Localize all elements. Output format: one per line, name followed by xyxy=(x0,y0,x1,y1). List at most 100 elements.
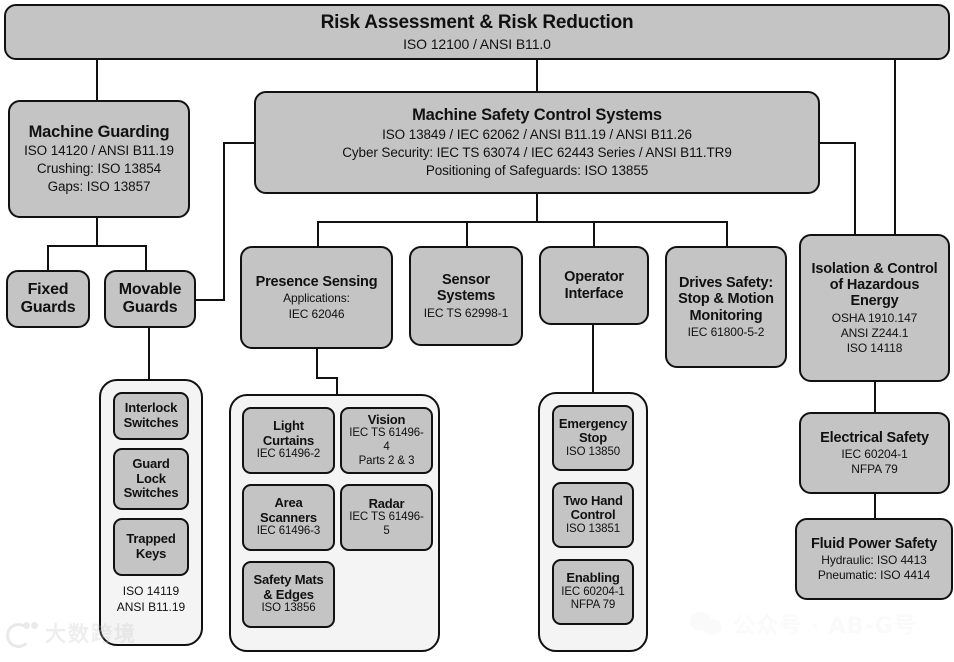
node-title-line-1: Two Hand xyxy=(563,492,623,508)
node-title: Machine Safety Control Systems xyxy=(412,106,662,125)
node-subtitle-1: IEC 61800-5-2 xyxy=(687,324,765,339)
node-safety-mats-edges[interactable]: Safety Mats & Edges ISO 13856 xyxy=(242,561,335,628)
node-title-line-2: Guards xyxy=(122,299,178,316)
node-subtitle-1: ISO 13851 xyxy=(565,522,621,535)
group-presence-sensing-children: Light Curtains IEC 61496-2 Vision IEC TS… xyxy=(229,394,440,652)
connector-root-to-machine-guarding xyxy=(96,58,98,100)
watermark-wechat: 公众号 · AB-G号 xyxy=(690,608,917,640)
connector-presence-to-group xyxy=(336,377,338,395)
node-enabling[interactable]: Enabling IEC 60204-1 NFPA 79 xyxy=(552,559,634,625)
node-electrical-safety[interactable]: Electrical Safety IEC 60204-1 NFPA 79 xyxy=(799,412,950,494)
node-subtitle-1: IEC TS 61496-5 xyxy=(349,511,424,537)
node-isolation-control-hazardous-energy[interactable]: Isolation & Control of Hazardous Energy … xyxy=(799,234,950,382)
node-title: Presence Sensing xyxy=(255,274,378,291)
node-area-scanners[interactable]: Area Scanners IEC 61496-3 xyxy=(242,484,335,551)
node-fluid-power-safety[interactable]: Fluid Power Safety Hydraulic: ISO 4413 P… xyxy=(795,518,953,600)
node-subtitle-1: ISO 13849 / IEC 62062 / ANSI B11.19 / AN… xyxy=(382,126,692,142)
node-subtitle-2: ANSI Z244.1 xyxy=(840,325,909,340)
node-title-line-2: Switches xyxy=(123,415,179,430)
node-subtitle-2: Crushing: ISO 13854 xyxy=(36,161,162,177)
node-title-line-1: Movable xyxy=(118,281,182,299)
node-title-line-2: Control xyxy=(570,507,616,523)
connector-presence-stem xyxy=(316,349,318,378)
connector-mscs-left-elbow-vert xyxy=(223,142,225,300)
node-light-curtains[interactable]: Light Curtains IEC 61496-2 xyxy=(242,407,335,474)
node-title-line-2: Stop xyxy=(578,430,608,446)
node-subtitle-1: Applications: xyxy=(283,291,350,306)
connector-bus-to-drives-safety xyxy=(726,221,728,247)
node-drives-safety[interactable]: Drives Safety: Stop & Motion Monitoring … xyxy=(665,246,787,368)
node-title-line-2: Switches xyxy=(123,485,179,501)
group-footer-movable-guards: ISO 14119 ANSI B11.19 xyxy=(101,584,201,615)
node-machine-guarding[interactable]: Machine Guarding ISO 14120 / ANSI B11.19… xyxy=(8,100,190,218)
node-title: Machine Guarding xyxy=(28,122,170,141)
connector-bus-to-operator-interface xyxy=(593,221,595,247)
watermark-right-text: 公众号 · AB-G号 xyxy=(733,614,917,639)
connector-mg-bus xyxy=(47,245,147,247)
node-operator-interface[interactable]: Operator Interface xyxy=(539,246,649,325)
connector-electrical-to-fluid xyxy=(874,493,876,519)
node-subtitle-2: Pneumatic: ISO 4414 xyxy=(817,568,931,583)
connector-root-to-isolation xyxy=(894,58,896,235)
node-subtitle-3: Positioning of Safeguards: ISO 13855 xyxy=(425,162,649,178)
node-subtitle: ISO 12100 / ANSI B11.0 xyxy=(403,35,551,52)
node-risk-assessment[interactable]: Risk Assessment & Risk Reduction ISO 121… xyxy=(4,4,950,60)
node-subtitle-1: IEC TS 61496-4 xyxy=(349,427,424,453)
node-subtitle-1: IEC 60204-1 xyxy=(561,585,625,598)
node-title-line-1: Drives Safety: xyxy=(679,275,773,292)
node-subtitle-1: OSHA 1910.147 xyxy=(831,310,918,325)
connector-bus-to-presence-sensing xyxy=(317,221,319,247)
group-footer-line-1: ISO 14119 xyxy=(122,584,180,598)
node-title-line-2: Guards xyxy=(20,299,76,316)
node-title-line-1: Radar xyxy=(368,495,405,511)
node-sensor-systems[interactable]: Sensor Systems IEC TS 62998-1 xyxy=(409,246,523,346)
node-subtitle-2: Parts 2 & 3 xyxy=(358,454,415,467)
node-title-line-2: of Hazardous xyxy=(829,277,920,294)
connector-mscs-right-elbow-vert xyxy=(854,142,856,236)
node-title-line-1: Operator xyxy=(564,269,624,286)
wechat-icon xyxy=(690,612,724,636)
connector-mscs-bus xyxy=(317,221,727,223)
group-footer-line-2: ANSI B11.19 xyxy=(116,599,186,614)
connector-bus-to-sensor-systems xyxy=(466,221,468,247)
node-presence-sensing[interactable]: Presence Sensing Applications: IEC 62046 xyxy=(240,246,393,349)
node-title-line-2: Curtains xyxy=(262,432,315,448)
node-subtitle-1: ISO 13856 xyxy=(261,602,316,615)
node-machine-safety-control-systems[interactable]: Machine Safety Control Systems ISO 13849… xyxy=(254,91,820,194)
node-title: Electrical Safety xyxy=(820,429,929,446)
node-radar[interactable]: Radar IEC TS 61496-5 xyxy=(340,484,433,551)
connector-mscs-right-elbow-top xyxy=(818,142,856,144)
node-interlock-switches[interactable]: Interlock Switches xyxy=(113,392,189,440)
node-subtitle-1: IEC 60204-1 xyxy=(841,446,908,461)
node-title-line-1: Vision xyxy=(367,411,406,427)
node-title-line-1: Fixed xyxy=(27,281,69,299)
node-subtitle-3: Gaps: ISO 13857 xyxy=(47,179,151,195)
node-movable-guards[interactable]: Movable Guards xyxy=(104,270,196,328)
node-fixed-guards[interactable]: Fixed Guards xyxy=(6,270,90,328)
connector-movable-to-group xyxy=(148,328,150,380)
watermark-logo-icon xyxy=(6,621,38,648)
node-title-line-1: Area xyxy=(274,495,303,511)
node-subtitle-1: IEC 61496-3 xyxy=(256,525,321,538)
node-title-line-3: Monitoring xyxy=(689,307,763,324)
node-title-line-1: Isolation & Control xyxy=(811,260,938,277)
node-subtitle-2: IEC 62046 xyxy=(288,306,345,321)
node-title-line-1: Guard Lock xyxy=(132,456,170,486)
node-title-line-2: Keys xyxy=(135,546,167,561)
connector-mscs-left-elbow-top xyxy=(223,142,258,144)
node-two-hand-control[interactable]: Two Hand Control ISO 13851 xyxy=(552,482,634,548)
node-subtitle-2: Cyber Security: IEC TS 63074 / IEC 62443… xyxy=(342,144,732,160)
node-subtitle-1: ISO 13850 xyxy=(565,445,621,458)
node-vision[interactable]: Vision IEC TS 61496-4 Parts 2 & 3 xyxy=(340,407,433,474)
node-title-line-2: Systems xyxy=(436,288,496,305)
node-guard-lock-switches[interactable]: Guard Lock Switches xyxy=(113,448,189,510)
node-title-line-1: Sensor xyxy=(442,272,490,289)
node-title-line-1: Emergency xyxy=(558,415,628,431)
node-subtitle-2: NFPA 79 xyxy=(570,599,616,612)
node-title-line-3: Energy xyxy=(850,293,899,310)
node-trapped-keys[interactable]: Trapped Keys xyxy=(113,518,189,576)
node-emergency-stop[interactable]: Emergency Stop ISO 13850 xyxy=(552,405,634,471)
node-subtitle-1: Hydraulic: ISO 4413 xyxy=(821,552,927,567)
group-operator-interface-children: Emergency Stop ISO 13850 Two Hand Contro… xyxy=(538,392,648,652)
